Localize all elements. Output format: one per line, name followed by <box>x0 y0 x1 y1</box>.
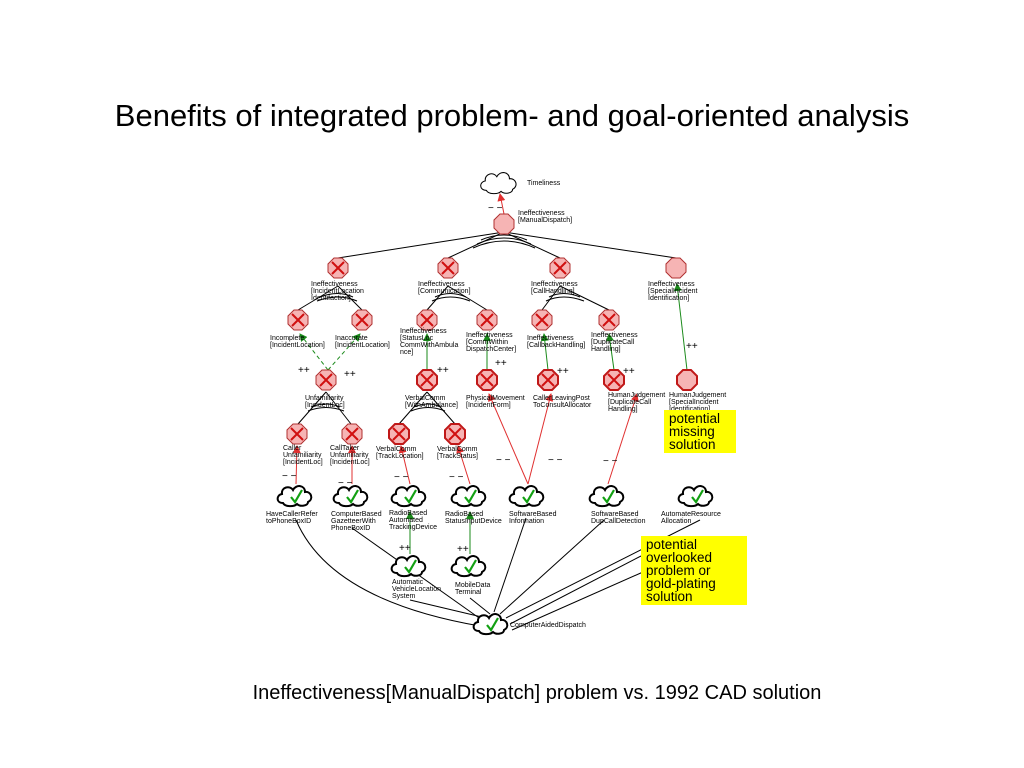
node-unfamiliarity: Unfamiliarity[IncidentLoc] <box>305 369 345 409</box>
note-line: problem or <box>646 563 711 578</box>
contrib-label: − − <box>338 478 353 489</box>
node-label: Ineffectiveness[CallHandling] <box>531 281 578 295</box>
contrib-label: ++ <box>557 366 569 377</box>
contrib-label: ++ <box>686 341 698 352</box>
slide-caption: Ineffectiveness[ManualDispatch] problem … <box>252 682 822 704</box>
node-label: Timeliness <box>527 180 561 187</box>
node-computer-aided-dispatch: ComputerAidedDispatch <box>472 613 586 636</box>
note-line: solution <box>669 437 716 452</box>
node-label: PhysicalMovement[IncidentForm] <box>466 395 525 409</box>
note-line: potential <box>669 411 721 426</box>
node-label: Incomplete[IncidentLocation] <box>270 335 325 349</box>
contrib-label: − − <box>488 203 503 214</box>
node-label: VerbalComm[TrackStatus] <box>437 446 478 460</box>
node-label: Ineffectiveness[ManualDispatch] <box>518 210 572 224</box>
contrib-label: − − <box>394 472 409 483</box>
contrib-label: ++ <box>495 358 507 369</box>
node-inaccurate: Inaccurate[IncidentLocation] <box>335 309 390 349</box>
contrib-label: − − <box>548 455 563 466</box>
contrib-label: ++ <box>399 543 411 554</box>
node-communication: Ineffectiveness[Communication] <box>418 257 471 295</box>
node-label: VerbalComm[WithAmbulance] <box>405 395 458 409</box>
node-verbal-comm-ambulance: VerbalComm[WithAmbulance] <box>405 369 458 409</box>
slide-title: Benefits of integrated problem- and goal… <box>114 98 910 133</box>
node-label: Ineffectiveness[CallbackHandling] <box>527 335 585 349</box>
node-label: Ineffectiveness[Communication] <box>418 281 471 295</box>
node-verbal-comm-track-status: VerbalComm[TrackStatus] <box>437 423 478 460</box>
node-incomplete: Incomplete[IncidentLocation] <box>270 309 325 349</box>
contrib-label: ++ <box>437 365 449 376</box>
node-manual-dispatch: Ineffectiveness[ManualDispatch] <box>493 210 572 235</box>
node-timeliness: Timeliness <box>480 172 561 195</box>
contrib-label: − − <box>449 472 464 483</box>
node-verbal-comm-track-location: VerbalComm[TrackLocation] <box>376 423 424 460</box>
node-label: HumanJudgement[SpecialIncidentIdentifica… <box>669 392 726 413</box>
note-potential-overlooked-problem: potential overlooked problem or gold-pla… <box>641 536 747 605</box>
node-physical-movement: PhysicalMovement[IncidentForm] <box>466 369 525 409</box>
contrib-label: − − <box>603 456 618 467</box>
edges <box>292 193 701 631</box>
contrib-label: − − <box>496 455 511 466</box>
contrib-label: ++ <box>344 369 356 380</box>
contrib-label: − − <box>282 471 297 482</box>
contrib-label: ++ <box>457 544 469 555</box>
note-line: potential <box>646 537 698 552</box>
node-callback-handling: Ineffectiveness[CallbackHandling] <box>527 309 585 349</box>
node-label: ComputerAidedDispatch <box>510 622 586 629</box>
note-line: solution <box>646 589 693 604</box>
node-label: Unfamiliarity[IncidentLoc] <box>305 395 345 409</box>
note-line: overlooked <box>646 550 713 565</box>
node-label: VerbalComm[TrackLocation] <box>376 446 424 460</box>
contrib-label: ++ <box>298 365 310 376</box>
node-label: Inaccurate[IncidentLocation] <box>335 335 390 349</box>
contrib-label: ++ <box>623 366 635 377</box>
note-line: gold-plating <box>646 576 716 591</box>
node-human-judgement-special: HumanJudgement[SpecialIncidentIdentifica… <box>669 369 726 413</box>
note-line: missing <box>669 424 715 439</box>
note-potential-missing-solution: potential missing solution <box>664 410 736 453</box>
contribution-labels: − − ++ ++ ++ ++ ++ ++ ++ − − − − − − − −… <box>282 203 698 555</box>
node-call-handling: Ineffectiveness[CallHandling] <box>531 257 578 295</box>
